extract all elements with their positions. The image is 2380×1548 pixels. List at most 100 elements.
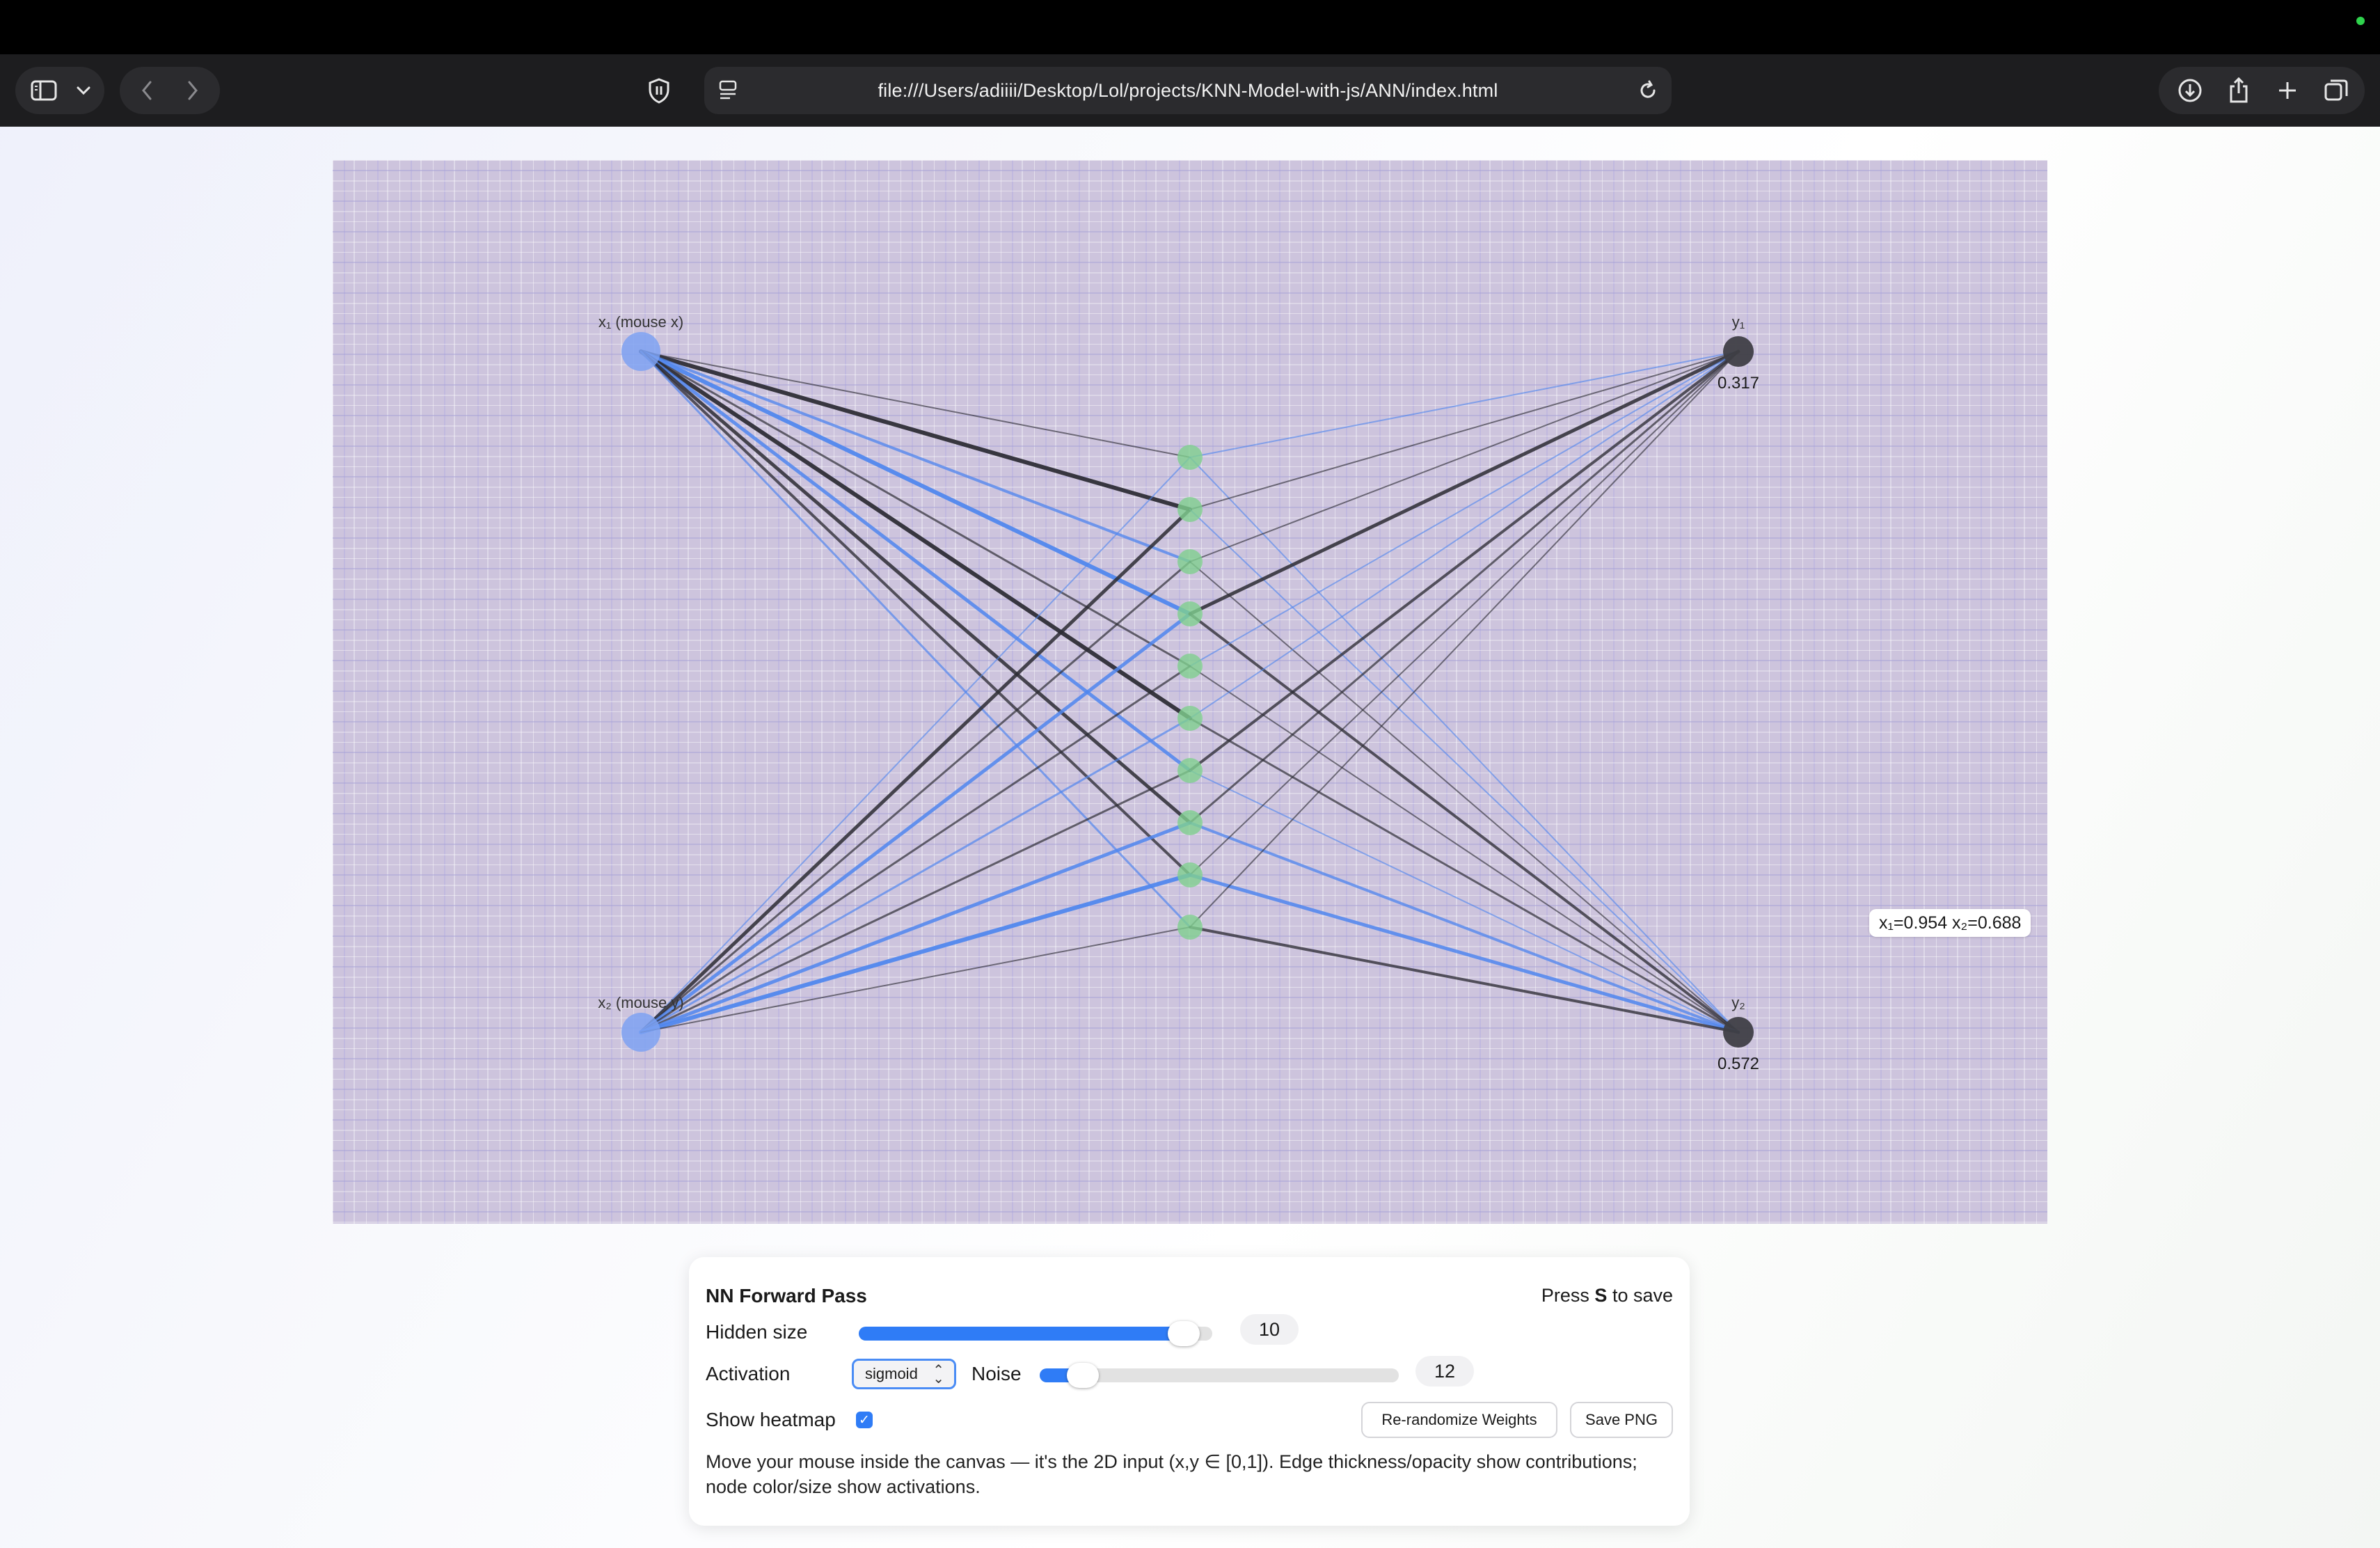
input-readout: x₁=0.954 x₂=0.688	[1869, 909, 2031, 937]
edge-input1-hidden9	[640, 350, 1191, 876]
panel-title: NN Forward Pass	[706, 1285, 867, 1306]
output-value-y2: 0.572	[1717, 1055, 1759, 1073]
chevron-down-icon	[77, 86, 90, 95]
edge-hidden3-output1	[1189, 351, 1739, 562]
noise-slider-knob[interactable]	[1066, 1363, 1099, 1388]
edge-input1-hidden2	[639, 349, 1192, 512]
save-png-button[interactable]: Save PNG	[1570, 1402, 1673, 1438]
hidden-node-7	[1177, 758, 1203, 783]
reload-icon	[1640, 80, 1656, 98]
sidebar-menu-button[interactable]	[70, 67, 97, 114]
panel-description: Move your mouse inside the canvas — it's…	[706, 1451, 1637, 1497]
edge-input1-hidden5	[640, 350, 1191, 668]
forward-button[interactable]	[171, 67, 214, 114]
save-hint-key: S	[1594, 1285, 1608, 1306]
sidebar-toggle-group	[15, 67, 104, 114]
control-panel: NN Forward Pass Press S to save Hidden s…	[689, 1257, 1690, 1526]
edge-input2-hidden1	[640, 457, 1191, 1033]
page-menu-icon	[719, 80, 737, 100]
edge-input2-hidden8	[639, 821, 1192, 1034]
url-text[interactable]: file:///Users/adiiii/Desktop/Lol/project…	[878, 79, 1498, 101]
activation-select-value: sigmoid	[865, 1365, 918, 1382]
edge-hidden2-output1	[1189, 351, 1739, 510]
activation-label: Activation	[706, 1363, 791, 1384]
sidebar-button[interactable]	[24, 67, 64, 114]
browser-actions-group	[2159, 67, 2365, 114]
input-label-x1: x₁ (mouse x)	[598, 313, 683, 331]
privacy-shield-button[interactable]	[636, 67, 682, 114]
sidebar-icon	[31, 80, 57, 101]
edge-input2-hidden9	[639, 873, 1192, 1034]
noise-slider[interactable]	[1040, 1363, 1399, 1388]
new-tab-button[interactable]	[2264, 67, 2310, 114]
edge-hidden8-output2	[1189, 821, 1740, 1034]
hidden-node-9	[1177, 862, 1203, 887]
edge-hidden6-output1	[1189, 351, 1739, 719]
output-label-y2: y₂	[1731, 994, 1745, 1011]
input-label-x2: x₂ (mouse y)	[598, 994, 683, 1011]
edge-hidden4-output1	[1188, 349, 1740, 616]
edge-hidden5-output1	[1189, 351, 1739, 667]
downloads-button[interactable]	[2167, 67, 2213, 114]
edge-input2-hidden7	[640, 769, 1191, 1034]
edge-input2-hidden5	[640, 665, 1191, 1034]
back-button[interactable]	[125, 67, 168, 114]
back-icon	[142, 81, 152, 100]
hidden-size-slider[interactable]	[859, 1321, 1212, 1346]
shield-icon	[649, 78, 669, 104]
checkmark-icon: ✓	[859, 1412, 870, 1428]
edge-hidden10-output2	[1189, 926, 1740, 1034]
edge-input2-hidden4	[639, 612, 1192, 1034]
hidden-node-4	[1177, 601, 1203, 626]
edge-hidden2-output2	[1189, 509, 1739, 1033]
hidden-node-6	[1177, 706, 1203, 731]
edge-input2-hidden10	[640, 926, 1191, 1033]
activation-select[interactable]: sigmoid ⌃⌄	[852, 1359, 956, 1389]
address-bar[interactable]: file:///Users/adiiii/Desktop/Lol/project…	[704, 67, 1672, 114]
node-layer	[621, 332, 1754, 1052]
heatmap-checkbox[interactable]: ✓	[856, 1412, 873, 1428]
tab-overview-icon	[2324, 79, 2348, 101]
tab-overview-button[interactable]	[2313, 67, 2359, 114]
hidden-node-5	[1177, 654, 1203, 679]
save-hint-post: to save	[1607, 1285, 1673, 1306]
edge-hidden8-output1	[1189, 350, 1740, 824]
rerandomize-weights-button[interactable]: Re-randomize Weights	[1361, 1402, 1557, 1438]
noise-value: 12	[1415, 1356, 1474, 1387]
edge-hidden6-output2	[1189, 717, 1740, 1034]
save-hint: Press S to save	[1541, 1285, 1673, 1306]
edge-hidden7-output1	[1189, 350, 1740, 772]
output-node-1	[1723, 336, 1754, 367]
edge-input1-hidden6	[639, 349, 1192, 720]
select-chevrons-icon: ⌃⌄	[933, 1363, 944, 1387]
download-icon	[2178, 79, 2202, 102]
network-canvas[interactable]: x₁ (mouse x) x₂ (mouse y) y₁ y₂ 0.317 0.…	[333, 160, 2047, 1224]
edge-input1-hidden7	[639, 349, 1192, 773]
navigation-group	[120, 67, 220, 114]
output-label-y1: y₁	[1732, 313, 1745, 331]
edge-input1-hidden1	[640, 351, 1191, 458]
edge-hidden7-output2	[1189, 770, 1739, 1033]
edge-hidden10-output1	[1189, 351, 1739, 928]
edge-input1-hidden8	[639, 349, 1192, 825]
hidden-size-value: 10	[1240, 1314, 1299, 1345]
input-node-2	[621, 1013, 660, 1052]
share-button[interactable]	[2216, 67, 2262, 114]
edge-hidden4-output2	[1189, 613, 1740, 1034]
heatmap-label: Show heatmap	[706, 1409, 836, 1430]
save-hint-pre: Press	[1541, 1285, 1595, 1306]
hidden-node-1	[1177, 445, 1203, 470]
page-menu-button[interactable]	[718, 79, 739, 106]
reload-button[interactable]	[1637, 79, 1659, 106]
edge-hidden1-output2	[1189, 457, 1739, 1033]
noise-label: Noise	[971, 1363, 1022, 1384]
hidden-node-10	[1177, 915, 1203, 940]
hidden-size-slider-fill	[859, 1327, 1184, 1341]
edge-layer	[639, 349, 1740, 1034]
edge-hidden3-output2	[1189, 561, 1739, 1033]
output-value-y1: 0.317	[1717, 374, 1759, 393]
hidden-size-slider-knob[interactable]	[1168, 1321, 1200, 1346]
system-menu-bar	[0, 0, 2380, 54]
hidden-node-3	[1177, 549, 1203, 574]
new-tab-icon	[2279, 82, 2296, 99]
